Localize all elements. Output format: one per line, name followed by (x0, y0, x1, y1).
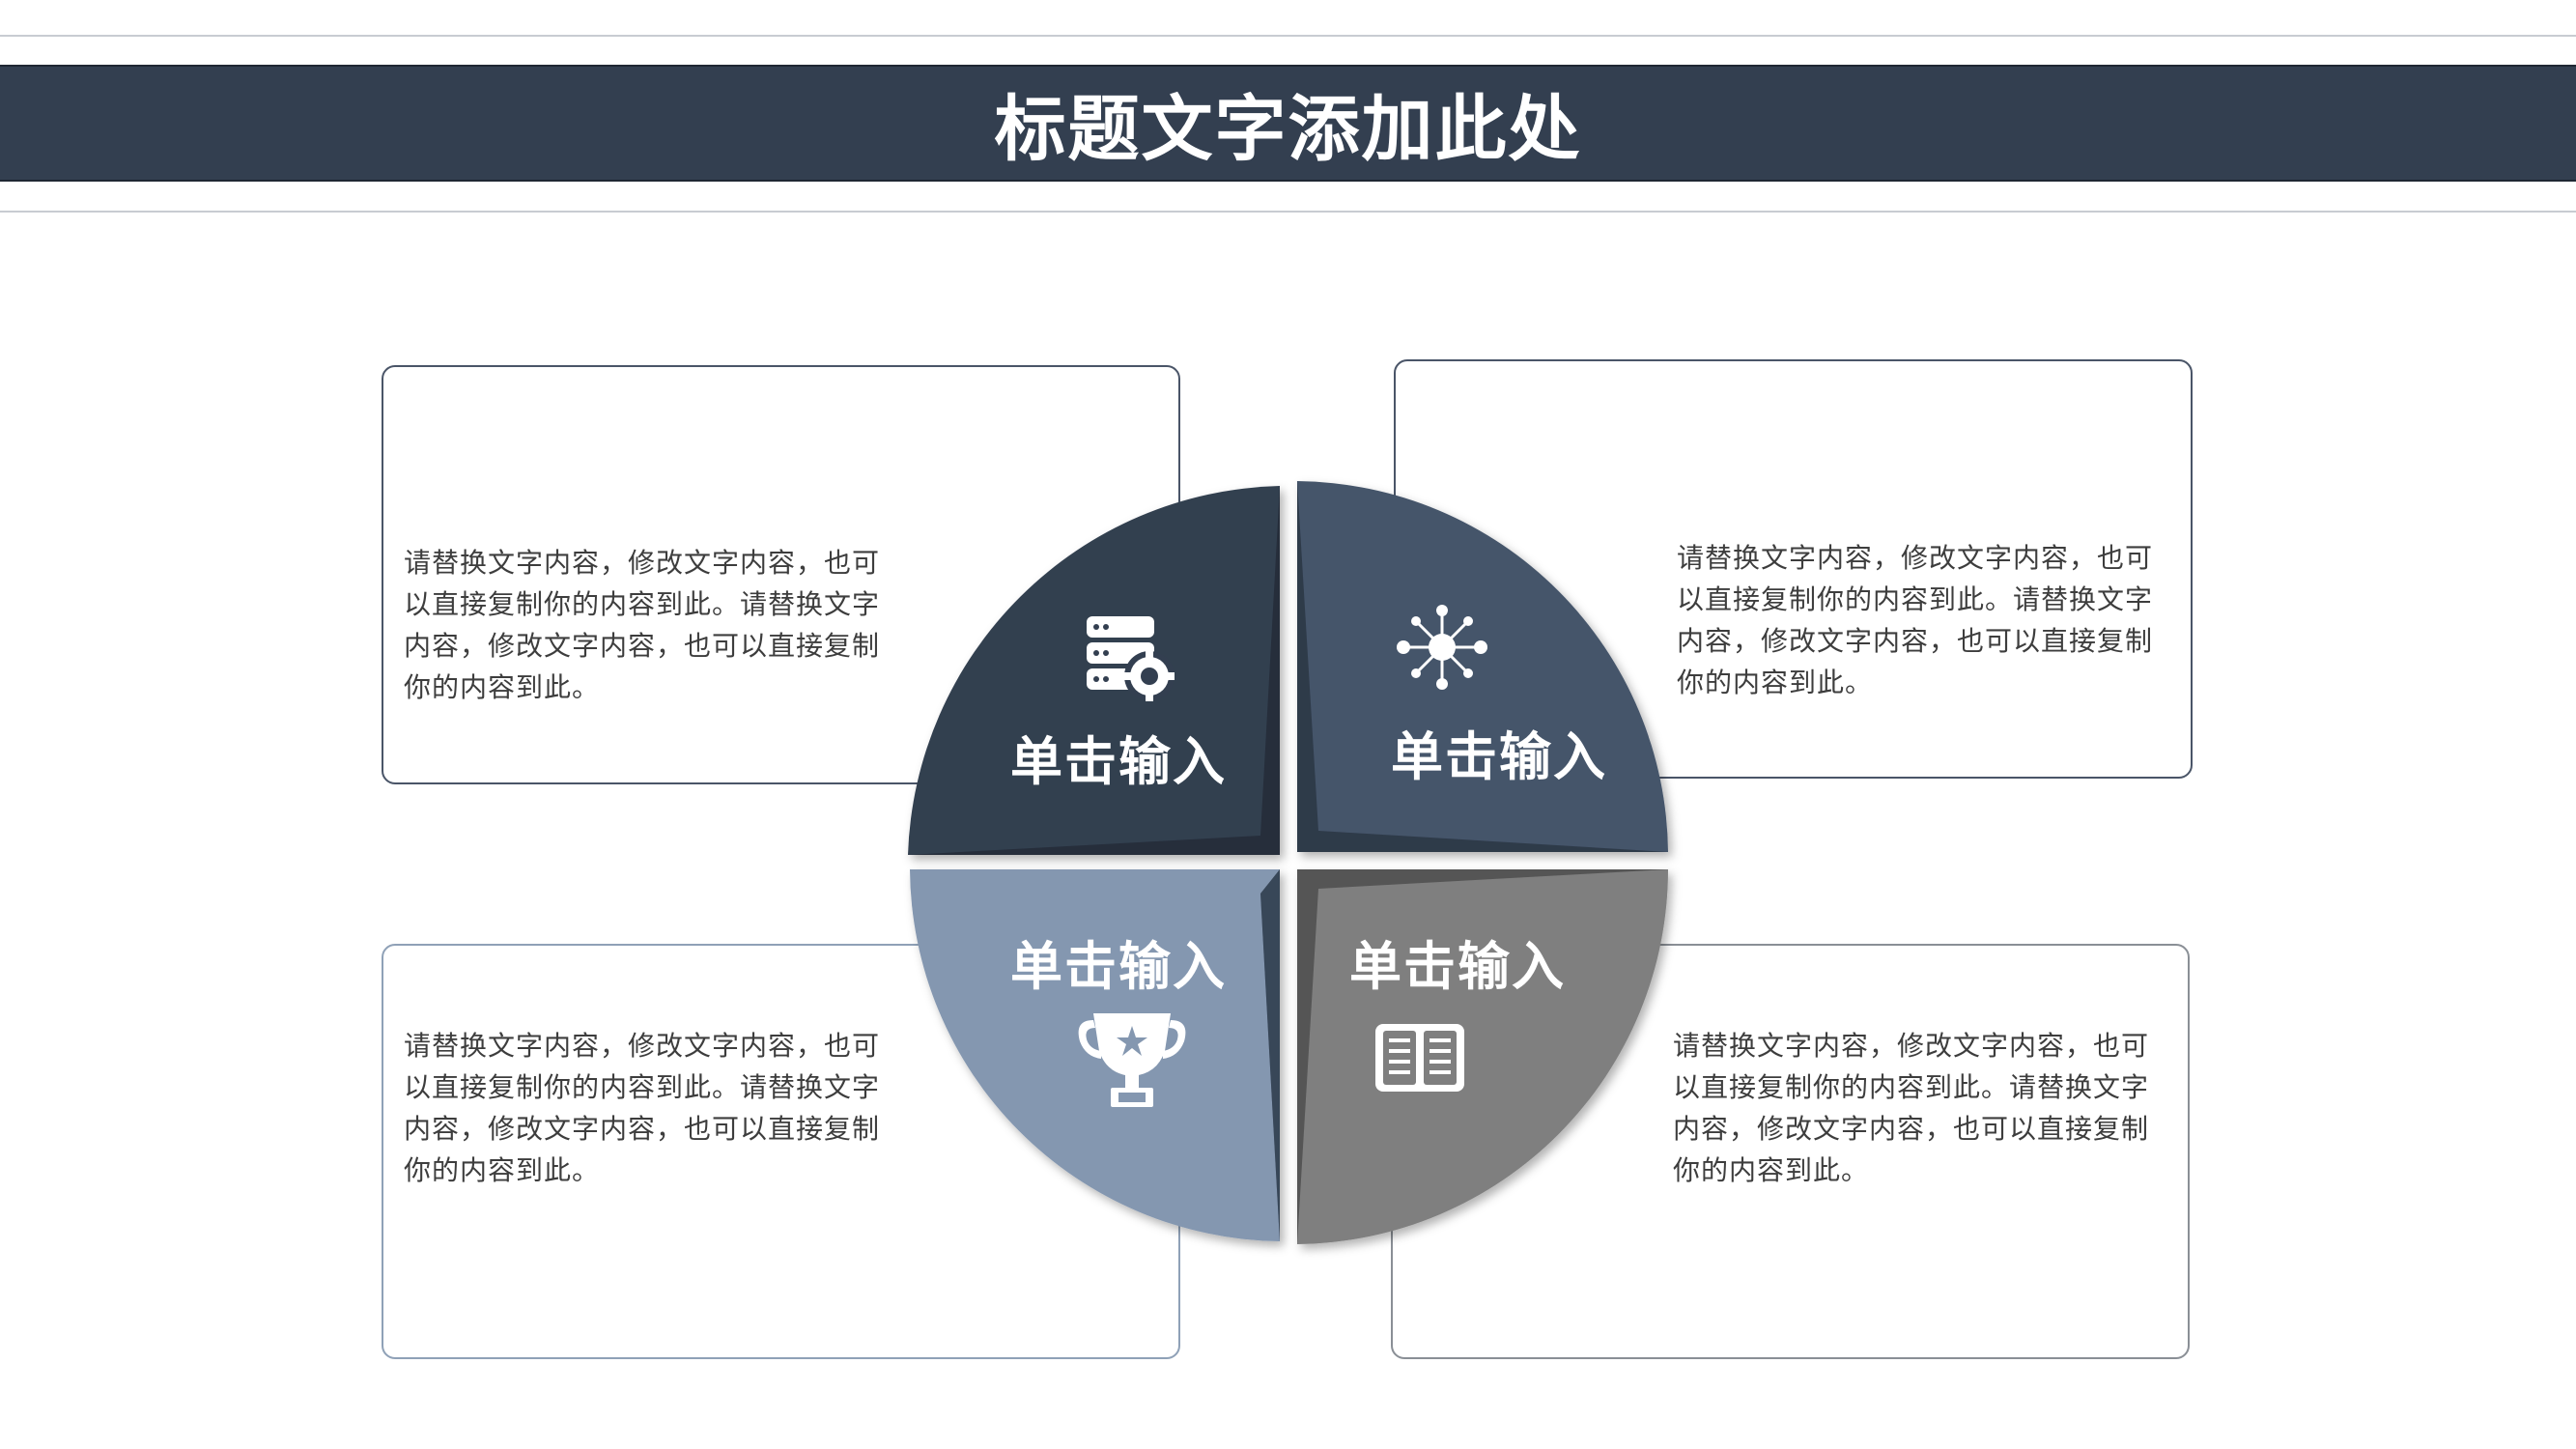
quadrant-label-top-right[interactable]: 单击输入 (1391, 726, 1607, 787)
bottom-divider-line (0, 211, 2576, 213)
quadrant-top-right[interactable] (1297, 481, 1668, 852)
description-text-bottom-left[interactable]: 请替换文字内容，修改文字内容，也可以直接复制你的内容到此。请替换文字内容，修改文… (404, 1030, 881, 1186)
description-text-bottom-right[interactable]: 请替换文字内容，修改文字内容，也可以直接复制你的内容到此。请替换文字内容，修改文… (1673, 1030, 2150, 1186)
book-icon (1375, 1024, 1464, 1092)
server-gear-icon (1087, 616, 1175, 701)
title-bar: 标题文字添加此处 (0, 65, 2576, 182)
quadrant-label-bottom-left[interactable]: 单击输入 (1010, 936, 1227, 997)
page-title: 标题文字添加此处 (994, 88, 1582, 171)
quadrant-bottom-right[interactable] (1297, 869, 1668, 1244)
description-text-top-right[interactable]: 请替换文字内容，修改文字内容，也可以直接复制你的内容到此。请替换文字内容，修改文… (1677, 542, 2154, 698)
quadrant-label-bottom-right[interactable]: 单击输入 (1349, 936, 1566, 997)
top-divider-line (0, 35, 2576, 37)
network-hub-icon (1397, 605, 1487, 690)
quadrant-label-top-left[interactable]: 单击输入 (1010, 731, 1227, 792)
trophy-icon (1078, 1013, 1186, 1107)
description-text-top-left[interactable]: 请替换文字内容，修改文字内容，也可以直接复制你的内容到此。请替换文字内容，修改文… (404, 547, 881, 703)
